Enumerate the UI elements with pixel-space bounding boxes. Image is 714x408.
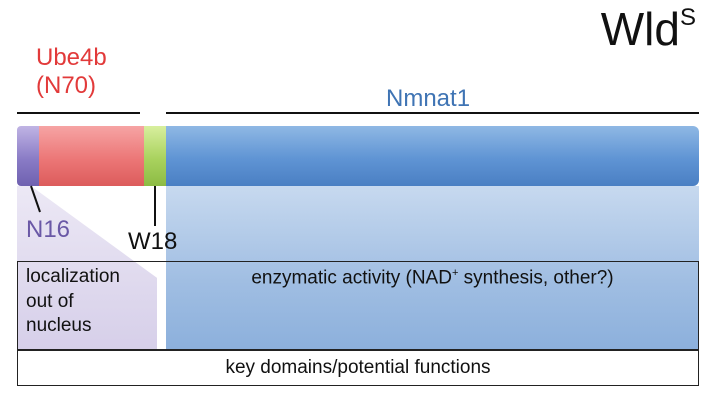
localization-line3: nucleus (26, 315, 92, 337)
ube4b-bracket-line (17, 112, 140, 114)
n16-segment (17, 126, 39, 186)
functions-box (17, 261, 699, 350)
localization-text: localization out of nucleus (26, 265, 156, 339)
enzymatic-activity-text: enzymatic activity (NAD+ synthesis, othe… (166, 266, 699, 291)
ube4b-label-line1: Ube4b (36, 44, 107, 71)
diagram-title: WldS (600, 3, 696, 55)
enzymatic-text-after: synthesis, other?) (458, 267, 614, 289)
ube4b-segment (39, 126, 144, 186)
w18-pointer-line (154, 186, 156, 226)
nmnat1-function-shading (166, 186, 699, 350)
n16-label: N16 (26, 216, 71, 243)
w18-label: W18 (128, 228, 178, 255)
key-domains-text: key domains/potential functions (225, 357, 491, 378)
nmnat1-bracket-line (166, 112, 699, 114)
enzymatic-text-sup: + (451, 267, 459, 279)
nmnat1-segment (166, 126, 699, 186)
ube4b-label: Ube4b (N70) (36, 44, 107, 99)
n16-pointer-line (30, 185, 41, 213)
localization-line2: out of (26, 290, 74, 312)
localization-line1: localization (26, 266, 120, 287)
w18-segment (144, 126, 166, 186)
key-domains-box (17, 350, 699, 386)
title-text: Wld (600, 3, 680, 55)
title-superscript: S (679, 3, 696, 31)
nmnat1-label: Nmnat1 (386, 85, 471, 112)
ube4b-label-line2: (N70) (36, 71, 97, 99)
enzymatic-text-before: enzymatic activity (NAD (251, 267, 452, 289)
